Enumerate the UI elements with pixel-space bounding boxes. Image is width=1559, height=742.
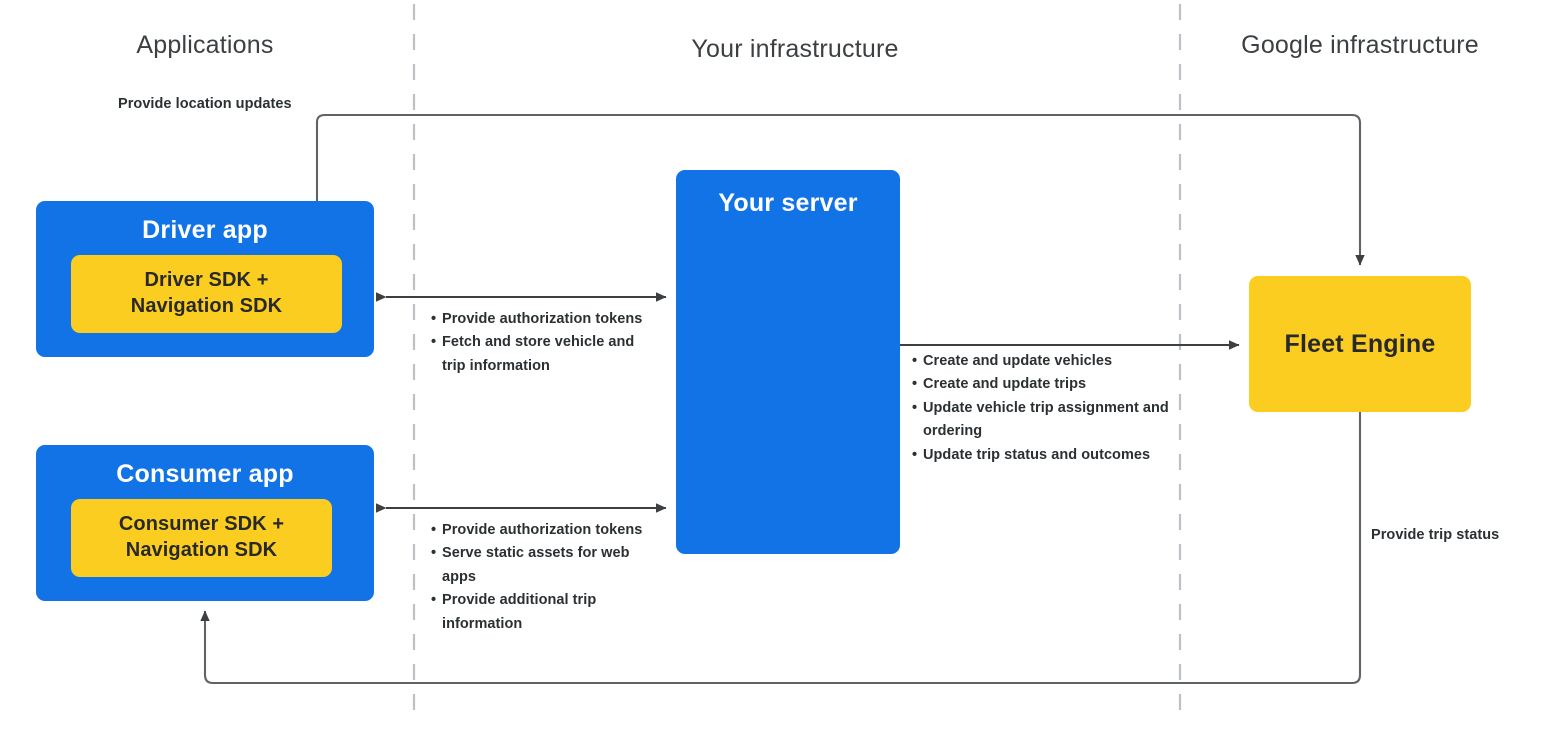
edge-label-provide-location-updates: Provide location updates — [118, 96, 292, 112]
column-header-applications: Applications — [136, 31, 274, 59]
consumer-app-title: Consumer app — [116, 460, 294, 488]
edge-label-provide-trip-status: Provide trip status — [1371, 527, 1500, 543]
your-server-box[interactable]: Your server — [676, 170, 900, 554]
edge-list-item: Create and update trips — [912, 373, 1172, 397]
driver-app-box[interactable]: Driver app Driver SDK +Navigation SDK — [36, 201, 374, 357]
edge-list-item: Create and update vehicles — [912, 350, 1172, 374]
edge-list-consumer-to-server: Provide authorization tokensServe static… — [431, 519, 661, 636]
column-header-your-infrastructure: Your infrastructure — [691, 35, 899, 63]
edge-list-item: Fetch and store vehicle and trip informa… — [431, 331, 661, 378]
edge-list-item: Provide authorization tokens — [431, 519, 661, 543]
edge-list-item: Provide authorization tokens — [431, 308, 661, 332]
driver-sdk-box[interactable]: Driver SDK +Navigation SDK — [71, 255, 342, 333]
driver-app-title: Driver app — [142, 216, 268, 244]
your-server-title: Your server — [718, 189, 858, 217]
edge-list-item: Update vehicle trip assignment and order… — [912, 397, 1172, 444]
consumer-app-box[interactable]: Consumer app Consumer SDK +Navigation SD… — [36, 445, 374, 601]
edge-list-item: Update trip status and outcomes — [912, 444, 1172, 468]
edge-list-driver-to-server: Provide authorization tokensFetch and st… — [431, 308, 661, 378]
fleet-engine-box[interactable]: Fleet Engine — [1249, 276, 1471, 412]
edge-list-server-to-fleet-engine: Create and update vehiclesCreate and upd… — [912, 350, 1172, 468]
edge-list-item: Provide additional trip information — [431, 589, 661, 636]
consumer-sdk-box[interactable]: Consumer SDK +Navigation SDK — [71, 499, 332, 577]
edge-list-item: Serve static assets for web apps — [431, 542, 661, 589]
column-header-google-infrastructure: Google infrastructure — [1241, 31, 1479, 59]
